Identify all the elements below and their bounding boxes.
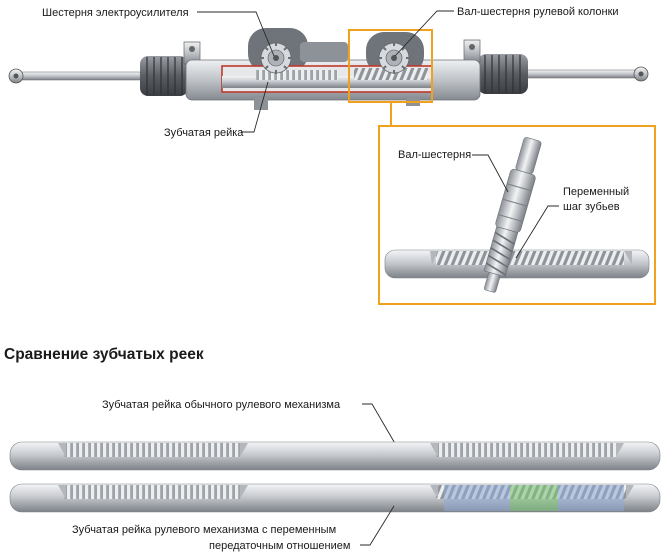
left-tie-rod <box>19 71 143 81</box>
label-variable-rack-line2: передаточным отношением <box>209 540 350 552</box>
variable-ratio-rack <box>9 483 661 513</box>
variable-zone-blue-right <box>558 485 624 511</box>
label-variable-rack-line1: Зубчатая рейка рулевого механизма с пере… <box>72 524 336 536</box>
label-column-pinion: Вал-шестерня рулевой колонки <box>457 6 619 18</box>
left-tie-rod-end <box>8 68 24 84</box>
inset-rack-teeth-variable <box>436 251 624 265</box>
label-inset-pinion: Вал-шестерня <box>398 149 471 161</box>
variable-zone-green <box>510 485 558 511</box>
right-tie-rod <box>523 69 641 79</box>
label-motor-gear: Шестерня электроусилителя <box>42 7 189 19</box>
leader-motor-gear <box>197 11 275 57</box>
column-pinion-gear <box>378 42 410 74</box>
leader-conventional-rack <box>362 403 401 453</box>
motor-gear <box>260 42 292 74</box>
variable-zone-blue-left <box>444 485 510 511</box>
conventional-rack-teeth-left <box>64 443 240 457</box>
comparison-title: Сравнение зубчатых реек <box>4 346 204 363</box>
label-rack: Зубчатая рейка <box>164 127 244 139</box>
rack-teeth-variable <box>354 68 428 80</box>
leader-variable-pitch <box>515 205 559 259</box>
rack-teeth-uniform <box>256 70 338 80</box>
right-mount-bracket <box>463 39 481 63</box>
leader-inset-pinion <box>472 154 509 193</box>
leader-variable-rack <box>360 505 395 546</box>
conventional-rack-teeth-right <box>436 443 616 457</box>
steering-rack-assembly <box>8 28 649 110</box>
pinion-detail-inset <box>378 125 656 305</box>
right-bellows-boot <box>478 54 528 94</box>
leader-column-pinion <box>394 10 454 57</box>
inset-pinion-shaft <box>483 137 542 293</box>
label-conventional-rack: Зубчатая рейка обычного рулевого механиз… <box>102 399 341 411</box>
inset-rack-tooth-end-left <box>430 251 438 265</box>
leader-rack <box>241 81 269 133</box>
label-variable-pitch-line2: шаг зубьев <box>563 201 620 213</box>
variable-rack-teeth-left <box>64 485 240 499</box>
left-bellows-boot <box>140 56 188 96</box>
conventional-rack <box>9 441 661 471</box>
housing-lug-left <box>254 96 268 110</box>
inset-rack-tooth-end-right <box>624 251 632 265</box>
right-tie-rod-end <box>633 66 649 82</box>
label-variable-pitch-line1: Переменный <box>563 186 629 198</box>
